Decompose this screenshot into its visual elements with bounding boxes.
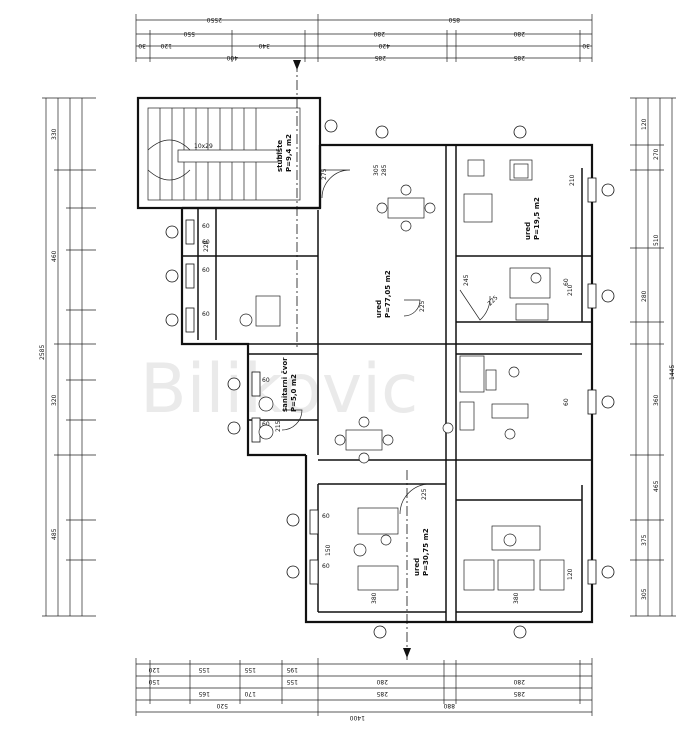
room-name-sanitary: sanitarni čvor — [281, 357, 289, 412]
section-line — [296, 62, 408, 660]
dim-right-total: 1445 — [669, 365, 676, 380]
dim-bottom-total: 1400 — [350, 714, 365, 721]
dim-left-seg-1: 460 — [51, 250, 58, 262]
dim-top-r2-3: 280 — [373, 30, 385, 37]
dim-top-r2-1: 340 — [258, 42, 270, 49]
section-arrow-top — [293, 60, 301, 70]
dim-bottom-r3-0: 120 — [148, 666, 160, 673]
door-label-8: 210 — [569, 174, 576, 186]
room-name-stair: stubište — [276, 140, 284, 172]
door-label-0: 275 — [321, 168, 328, 180]
room-area-sanitary: P=5,0 m2 — [290, 374, 298, 412]
furniture — [239, 159, 565, 591]
dimension-right — [630, 97, 676, 617]
room-area-office-bottom: P=30,75 m2 — [422, 528, 430, 576]
dim-left-seg-3: 485 — [51, 528, 58, 540]
window-label-7: 60 — [322, 563, 330, 570]
dim-bottom-r3-5: 280 — [513, 678, 525, 685]
dim-bottom-r2-3: 155 — [286, 678, 298, 685]
stair-label: 10x29 — [194, 143, 213, 150]
dimension-right-labels: 1445 120 270 510 280 360 465 375 305 — [641, 118, 676, 600]
dim-bottom-r2-5: 285 — [513, 690, 525, 697]
door-label-2: 225 — [486, 294, 499, 307]
misc-label-4: 120 — [567, 568, 574, 580]
dim-bottom-r3-1: 155 — [198, 666, 210, 673]
dim-left-seg-0: 330 — [51, 128, 58, 140]
misc-label-1: 285 — [381, 164, 388, 176]
window-label-5: 60 — [262, 421, 270, 428]
misc-labels: 305 285 245 210 120 150 — [325, 164, 574, 580]
section-arrow-bottom — [403, 648, 411, 658]
dim-top-r3-1: 120 — [160, 42, 172, 49]
window-label-4: 60 — [262, 377, 270, 384]
dim-right-seg-7: 305 — [641, 588, 648, 600]
dim-right-seg-4: 360 — [653, 394, 660, 406]
dim-bottom-r3-2: 155 — [244, 666, 256, 673]
window-label-2: 60 — [202, 267, 210, 274]
dim-bottom-r2-4: 285 — [376, 690, 388, 697]
dim-top-r2-0: 550 — [183, 30, 195, 37]
staircase — [147, 107, 301, 201]
dim-bottom-r1-1: 880 — [443, 702, 455, 709]
room-name-office-bottom: ured — [413, 558, 421, 576]
dimension-left — [42, 97, 96, 617]
window-label-1: 60 — [202, 239, 210, 246]
dim-bottom-r3-4: 280 — [376, 678, 388, 685]
door-label-5: 380 — [371, 592, 378, 604]
dim-top-r3-4: 285 — [513, 54, 525, 61]
window-label-9: 60 — [563, 398, 570, 406]
dim-right-seg-6: 375 — [641, 534, 648, 546]
window-labels: 60 60 60 60 60 60 60 60 60 60 — [202, 223, 570, 570]
misc-label-5: 150 — [325, 544, 332, 556]
dim-right-seg-0: 120 — [641, 118, 648, 130]
dim-bottom-r3-3: 195 — [286, 666, 298, 673]
dim-top-r3-2: 400 — [226, 54, 238, 61]
dim-right-seg-2: 510 — [653, 234, 660, 246]
dim-top-r2-2: 420 — [378, 42, 390, 49]
dimension-bottom — [135, 658, 593, 716]
dim-top-total1: 2550 — [207, 16, 222, 23]
dimension-bottom-labels: 120 155 155 195 280 280 150 165 170 155 … — [148, 666, 525, 721]
dim-top-r3-5: 30 — [582, 42, 590, 49]
dimension-top-labels: 2550 850 550 340 420 280 280 30 120 400 … — [138, 16, 590, 61]
dim-right-seg-1: 270 — [653, 148, 660, 160]
misc-label-2: 245 — [463, 274, 470, 286]
dim-left-seg-2: 320 — [51, 394, 58, 406]
door-label-1: 225 — [419, 300, 426, 312]
dim-top-r3-0: 30 — [138, 42, 146, 49]
window-label-8: 60 — [563, 278, 570, 286]
window-label-6: 60 — [322, 513, 330, 520]
room-name-office-right: ured — [524, 222, 532, 240]
dim-bottom-r2-2: 170 — [244, 690, 256, 697]
room-area-office-right: P=19,5 m2 — [533, 197, 541, 240]
dim-left-total: 2585 — [39, 345, 46, 360]
room-area-stair: P=9,4 m2 — [285, 134, 293, 172]
dim-bottom-r1-0: 520 — [216, 702, 228, 709]
watermark: Bilikovic — [140, 350, 418, 429]
dim-top-total2: 850 — [448, 16, 460, 23]
dim-right-seg-3: 280 — [641, 290, 648, 302]
dim-top-r2-4: 280 — [513, 30, 525, 37]
dimension-top — [135, 14, 593, 62]
door-label-4: 225 — [421, 488, 428, 500]
dim-bottom-r2-1: 165 — [198, 690, 210, 697]
doors — [281, 169, 491, 515]
dimension-left-labels: 2585 330 460 320 485 — [39, 128, 58, 540]
window-label-3: 60 — [202, 311, 210, 318]
door-label-6: 380 — [513, 592, 520, 604]
axis-markers — [165, 119, 615, 639]
window-label-0: 60 — [202, 223, 210, 230]
door-label-7: 220 — [203, 240, 210, 252]
misc-label-0: 305 — [373, 164, 380, 176]
room-area-office-big: P=77,05 m2 — [384, 270, 392, 318]
room-name-office-big: ured — [375, 300, 383, 318]
dim-bottom-r2-0: 150 — [148, 678, 160, 685]
room-labels: stubište P=9,4 m2 ured P=77,05 m2 ured P… — [276, 134, 541, 576]
dim-right-seg-5: 465 — [653, 480, 660, 492]
door-label-3: 215 — [275, 420, 282, 432]
misc-label-3: 210 — [567, 284, 574, 296]
interior-walls — [182, 145, 592, 622]
dim-top-r3-3: 285 — [374, 54, 386, 61]
